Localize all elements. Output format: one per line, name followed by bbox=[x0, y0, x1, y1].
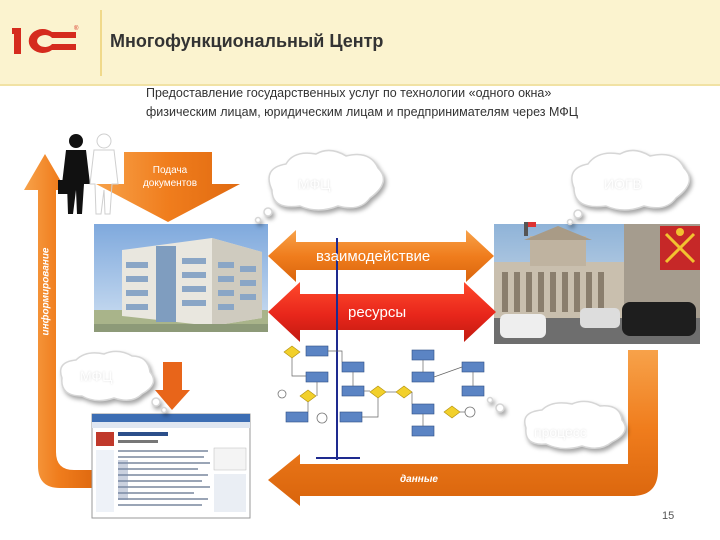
process-flowchart bbox=[277, 345, 485, 437]
web-portal-screenshot bbox=[91, 413, 251, 519]
subtitle-line-2: физическим лицам, юридическим лицам и пр… bbox=[146, 105, 578, 119]
data-arrow bbox=[268, 350, 658, 506]
cloud-iogv bbox=[566, 149, 691, 226]
government-building-image bbox=[494, 222, 700, 344]
process-marker-line bbox=[316, 238, 360, 460]
subtitle-line-1: Предоставление государственных услуг по … bbox=[146, 86, 552, 100]
cloud-left bbox=[59, 350, 168, 414]
cars bbox=[500, 302, 696, 338]
businessman-silhouette-icon bbox=[58, 133, 119, 215]
informing-arrow bbox=[24, 154, 92, 488]
resources-arrow bbox=[268, 282, 496, 342]
cloud-process-label: процесс bbox=[534, 424, 587, 440]
cloud-mfc bbox=[254, 149, 385, 224]
resources-label: ресурсы bbox=[348, 304, 407, 321]
interaction-arrow bbox=[268, 230, 494, 282]
slide-number: 15 bbox=[662, 510, 675, 522]
cloud-left-label: МФЦ bbox=[80, 368, 113, 384]
office-building-image bbox=[94, 224, 268, 332]
svg-text:®: ® bbox=[74, 25, 79, 32]
submit-documents-arrow bbox=[96, 152, 240, 222]
coat-of-arms-icon bbox=[660, 226, 700, 270]
logo-divider bbox=[100, 10, 102, 76]
header-divider bbox=[0, 84, 720, 86]
interaction-label: взаимодействие bbox=[316, 248, 431, 265]
subtitle: Предоставление государственных услуг по … bbox=[146, 84, 666, 122]
cloud-mfc-label: МФЦ bbox=[298, 176, 331, 192]
cloud-process bbox=[486, 396, 627, 450]
logo-1c-icon: ® bbox=[12, 25, 79, 54]
data-label: данные bbox=[400, 474, 438, 485]
page-title: Многофункциональный Центр bbox=[110, 31, 384, 51]
header-band bbox=[0, 0, 720, 84]
submit-documents-label: Подача документов bbox=[142, 165, 198, 189]
down-arrow-to-portal bbox=[155, 362, 190, 410]
informing-label: информирование bbox=[40, 247, 52, 336]
cloud-iogv-label: ИОГВ bbox=[604, 176, 642, 192]
